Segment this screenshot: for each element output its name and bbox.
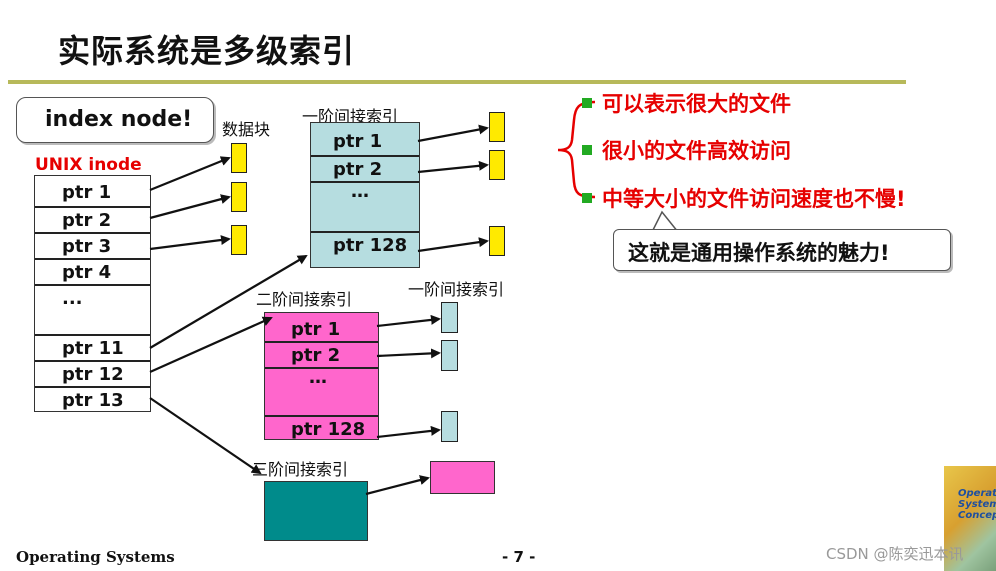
bullet-item: 很小的文件高效访问 [582, 135, 791, 165]
single-indirect-sub-block [441, 340, 458, 371]
data-block [231, 143, 247, 173]
triple-indirect-block [264, 481, 368, 541]
inode-row: ptr 13 [35, 386, 150, 411]
bullet-item: 中等大小的文件访问速度也不慢! [582, 183, 906, 213]
arrow [417, 160, 489, 174]
single-indirect-row: … [311, 181, 419, 202]
inode-row: ptr 2 [35, 206, 150, 231]
inode-row: ptr 4 [35, 258, 150, 283]
arrow [376, 314, 441, 328]
inode-row: ... [35, 284, 150, 309]
bullet-square-icon [582, 98, 592, 108]
double-indirect-sub-block [430, 461, 495, 494]
single-indirect-row: ptr 128 [311, 231, 419, 256]
single-indirect-top-label: 一阶间接索引 [302, 107, 399, 126]
arrow [376, 425, 441, 439]
double-indirect-row: ptr 2 [265, 341, 378, 366]
bullet-square-icon [582, 145, 592, 155]
arrow [376, 348, 441, 359]
arrow [149, 235, 231, 251]
charm-callout: 这就是通用操作系统的魅力! [613, 229, 951, 271]
inode-row: ptr 12 [35, 360, 150, 385]
data-block [489, 226, 505, 256]
data-block [489, 112, 505, 142]
index-node-callout: index node! [16, 97, 214, 143]
arrow [365, 475, 430, 496]
inode-row: ptr 11 [35, 334, 150, 359]
unix-inode-label: UNIX inode [35, 155, 142, 175]
title-underline [8, 80, 906, 84]
double-indirect-row: ptr 128 [265, 415, 378, 440]
single-indirect-block: ptr 1 ptr 2 … ptr 128 [310, 122, 420, 268]
single-indirect-mid-label: 一阶间接索引 [408, 280, 505, 299]
bullet-square-icon [582, 193, 592, 203]
single-indirect-row: ptr 2 [311, 155, 419, 180]
inode-row: ptr 3 [35, 232, 150, 257]
triple-indirect-label: 三阶间接索引 [252, 460, 349, 479]
charm-callout-text: 这就是通用操作系统的魅力! [628, 241, 890, 265]
callout-pointer [651, 210, 679, 233]
arrow [417, 124, 489, 143]
arrow [417, 237, 489, 253]
footer-course: Operating Systems [16, 548, 175, 566]
data-block [231, 182, 247, 212]
single-indirect-sub-block [441, 302, 458, 333]
inode-table: ptr 1 ptr 2 ptr 3 ptr 4 ... ptr 11 ptr 1… [34, 175, 151, 412]
index-node-callout-text: index node! [45, 107, 193, 132]
double-indirect-block: ptr 1 ptr 2 … ptr 128 [264, 312, 379, 440]
arrow [149, 316, 273, 374]
bullet-item: 可以表示很大的文件 [582, 88, 791, 118]
double-indirect-row: … [265, 367, 378, 388]
arrow [149, 194, 231, 220]
book-cover-image: OperatingSystemsConcepts [944, 466, 996, 571]
single-indirect-sub-block [441, 411, 458, 442]
page-title: 实际系统是多级索引 [58, 32, 356, 70]
double-indirect-label: 二阶间接索引 [256, 290, 353, 309]
page-number: - 7 - [502, 548, 536, 566]
arrow [149, 156, 231, 192]
watermark: CSDN @陈奕迅本讯 [826, 545, 964, 563]
arrow [149, 397, 262, 475]
data-blocks-label: 数据块 [222, 120, 271, 139]
data-block [489, 150, 505, 180]
data-block [231, 225, 247, 255]
